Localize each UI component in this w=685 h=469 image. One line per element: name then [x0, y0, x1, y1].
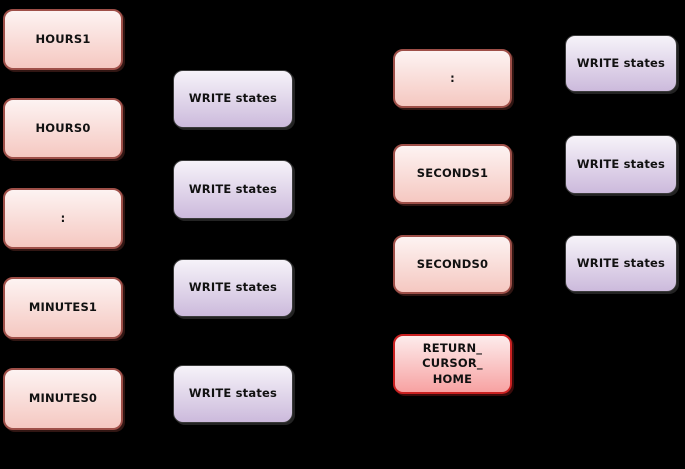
- state-write-states-7: WRITE states: [565, 235, 677, 292]
- state-minutes0: MINUTES0: [3, 368, 123, 430]
- state-seconds0: SECONDS0: [393, 235, 512, 294]
- state-minutes1: MINUTES1: [3, 277, 123, 339]
- state-hours0: HOURS0: [3, 98, 123, 159]
- state-write-states-1: WRITE states: [173, 70, 293, 128]
- state-write-states-5: WRITE states: [565, 35, 677, 92]
- state-hours1: HOURS1: [3, 9, 123, 70]
- state-write-states-2: WRITE states: [173, 160, 293, 219]
- state-write-states-4: WRITE states: [173, 365, 293, 423]
- state-write-states-3: WRITE states: [173, 259, 293, 317]
- state-write-states-6: WRITE states: [565, 135, 677, 194]
- state-colon-right: :: [393, 49, 512, 108]
- state-seconds1: SECONDS1: [393, 144, 512, 204]
- state-colon-left: :: [3, 188, 123, 249]
- state-return-cursor-home: RETURN_ CURSOR_ HOME: [393, 334, 512, 394]
